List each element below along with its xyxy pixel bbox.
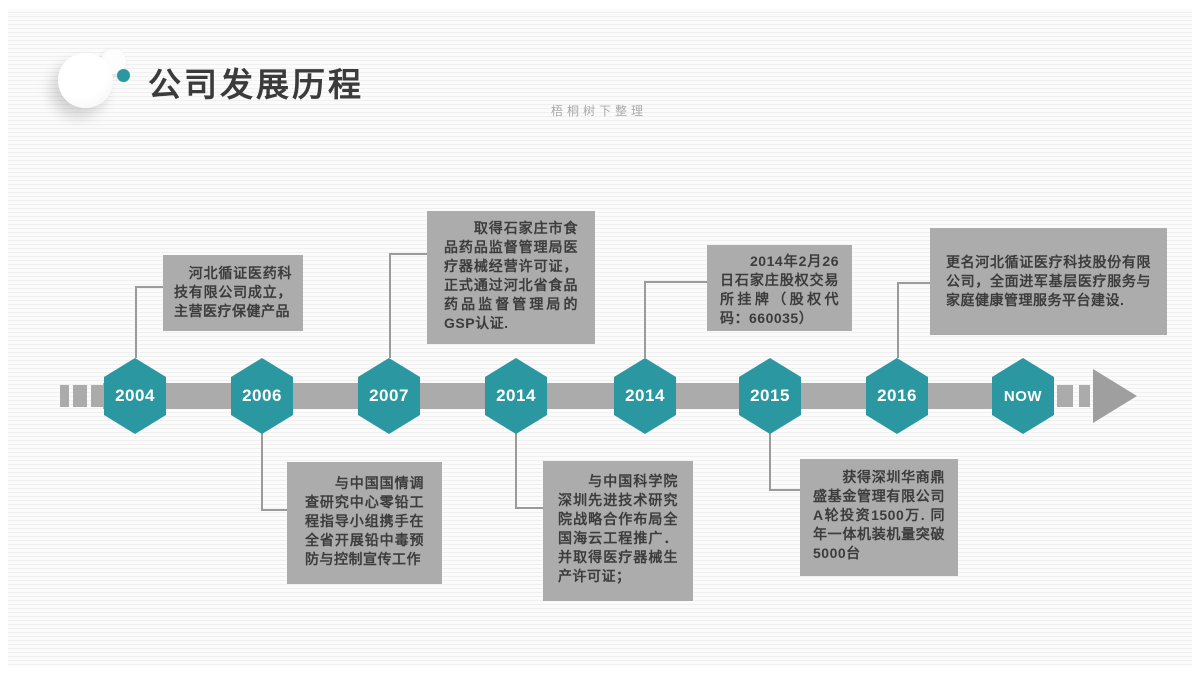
connector-line <box>389 253 427 255</box>
timeline-dash-left-3 <box>91 385 103 407</box>
node-year-label: 2006 <box>242 386 282 405</box>
connector-line <box>769 433 771 491</box>
connector-line <box>135 286 137 358</box>
node-year-label: 2016 <box>877 386 917 405</box>
node-year-label: 2014 <box>625 386 665 405</box>
milestone-text: 获得深圳华商鼎盛基金管理有限公司A轮投资1500万. 同年一体机装机量突破500… <box>813 469 945 561</box>
timeline-dash-right-2 <box>1079 385 1090 407</box>
connector-line <box>135 286 163 288</box>
milestone-text: 与中国国情调查研究中心零铅工程指导小组携手在全省开展铅中毒预防与控制宣传工作 <box>305 475 424 567</box>
connector-line <box>644 281 707 283</box>
connector-line <box>515 433 517 509</box>
node-year-label: 2014 <box>496 386 536 405</box>
timeline-dash-right-1 <box>1057 385 1073 407</box>
milestone-text: 与中国科学院深圳先进技术研究院战略合作布局全国海云工程推广．并取得医疗器械生产许… <box>558 473 678 584</box>
milestone-box-2006: 与中国国情调查研究中心零铅工程指导小组携手在全省开展铅中毒预防与控制宣传工作 <box>287 462 442 584</box>
milestone-text: 河北循证医药科技有限公司成立，主营医疗保健产品 <box>174 265 292 319</box>
milestone-text: 取得石家庄市食品药品监督管理局医疗器械经营许可证，正式通过河北省食品药品监督管理… <box>444 220 578 331</box>
milestone-box-2004: 河北循证医药科技有限公司成立，主营医疗保健产品 <box>163 255 303 331</box>
timeline-dash-left-2 <box>73 385 87 407</box>
node-year-label: 2007 <box>369 386 409 405</box>
milestone-text: 更名河北循证医疗科技股份有限公司，全面进军基层医疗服务与家庭健康管理服务平台建设… <box>946 254 1151 308</box>
timeline-dash-left-1 <box>60 385 69 407</box>
connector-line <box>897 282 930 284</box>
milestone-box-2007: 取得石家庄市食品药品监督管理局医疗器械经营许可证，正式通过河北省食品药品监督管理… <box>427 211 595 344</box>
connector-line <box>389 253 391 358</box>
watermark-text: 梧桐树下整理 <box>551 104 648 118</box>
milestone-box-2016: 更名河北循证医疗科技股份有限公司，全面进军基层医疗服务与家庭健康管理服务平台建设… <box>930 228 1167 335</box>
node-year-label: 2004 <box>115 386 155 405</box>
node-year-label: NOW <box>1003 387 1043 405</box>
connector-line <box>261 433 263 511</box>
connector-line <box>769 489 800 491</box>
connector-line <box>897 282 899 358</box>
decorative-circle-big <box>58 53 113 108</box>
milestone-text: 2014年2月26日石家庄股权交易所挂牌（股权代码：660035） <box>720 253 839 326</box>
connector-line <box>644 281 646 358</box>
timeline-node-now: NOW <box>992 358 1054 434</box>
page-title: 公司发展历程 <box>148 66 364 103</box>
milestone-box-2014-b: 2014年2月26日石家庄股权交易所挂牌（股权代码：660035） <box>707 245 852 331</box>
connector-line <box>515 507 543 509</box>
milestone-box-2015: 获得深圳华商鼎盛基金管理有限公司A轮投资1500万. 同年一体机装机量突破500… <box>800 459 958 576</box>
connector-line <box>261 509 287 511</box>
milestone-box-2014-a: 与中国科学院深圳先进技术研究院战略合作布局全国海云工程推广．并取得医疗器械生产许… <box>543 461 693 601</box>
teal-dot-icon <box>117 69 130 82</box>
timeline-arrow-icon <box>1093 369 1137 423</box>
node-year-label: 2015 <box>750 386 790 405</box>
